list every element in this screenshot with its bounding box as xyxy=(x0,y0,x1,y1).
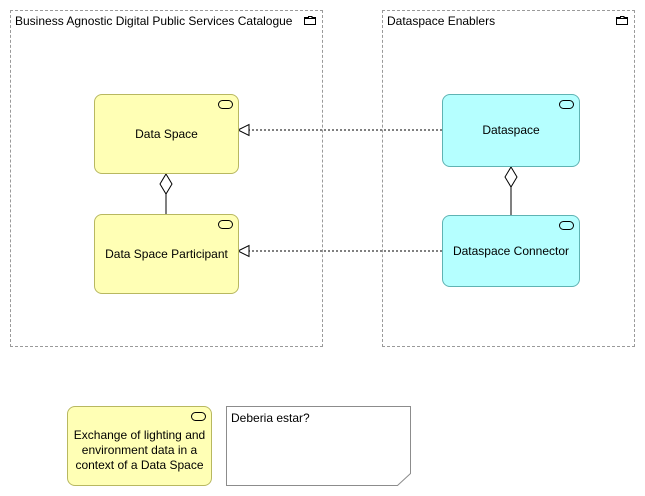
realization-connector-to-participant[interactable] xyxy=(236,244,442,258)
element-data-space-participant[interactable]: Data Space Participant xyxy=(94,214,239,294)
element-dataspace-connector[interactable]: Dataspace Connector xyxy=(442,215,580,287)
note-text: Deberia estar? xyxy=(231,411,310,425)
folder-icon xyxy=(616,16,628,25)
folder-icon xyxy=(304,16,316,25)
element-exchange-lighting[interactable]: Exchange of lighting and environment dat… xyxy=(67,406,212,486)
group-dataspace-enablers[interactable]: Dataspace Enablers xyxy=(382,10,635,347)
group-dataspace-enablers-label: Dataspace Enablers xyxy=(387,14,496,28)
element-dataspace-label: Dataspace xyxy=(482,123,540,137)
realization-dataspace-to-data-space[interactable] xyxy=(236,123,442,137)
service-icon xyxy=(218,100,233,109)
group-business-catalogue-label: Business Agnostic Digital Public Service… xyxy=(15,14,293,28)
service-icon xyxy=(559,221,574,230)
service-icon xyxy=(559,100,574,109)
service-icon xyxy=(191,412,206,421)
element-dataspace[interactable]: Dataspace xyxy=(442,94,580,167)
service-icon xyxy=(218,220,233,229)
note-shape xyxy=(226,406,411,486)
aggregation-dataspace-connector[interactable] xyxy=(504,166,518,215)
element-exchange-lighting-label: Exchange of lighting and environment dat… xyxy=(73,427,206,472)
element-data-space[interactable]: Data Space xyxy=(94,94,239,174)
element-data-space-label: Data Space xyxy=(135,126,198,141)
element-data-space-participant-label: Data Space Participant xyxy=(105,246,228,261)
note[interactable]: Deberia estar? xyxy=(226,406,411,486)
element-dataspace-connector-label: Dataspace Connector xyxy=(452,243,570,258)
aggregation-data-space-participant[interactable] xyxy=(159,173,173,214)
